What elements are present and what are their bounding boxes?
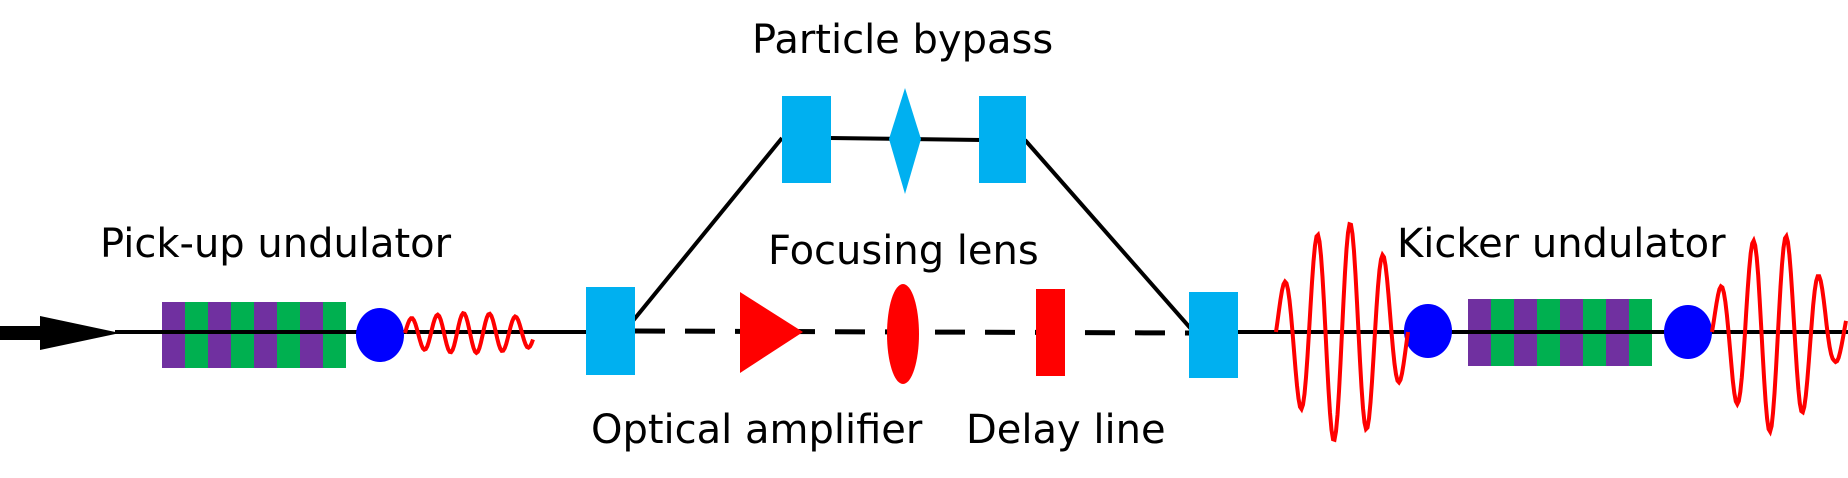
label-delay-line: Delay line: [966, 407, 1166, 453]
particle-after-kicker: [1664, 305, 1712, 359]
label-pickup-undulator: Pick-up undulator: [100, 221, 452, 267]
label-optical-amplifier: Optical amplifier: [591, 407, 923, 453]
particle-after-pickup: [356, 308, 404, 362]
dipole-magnet-3: [979, 96, 1026, 183]
optical-amplifier-triangle: [740, 292, 803, 373]
output-light-wave: [1710, 231, 1848, 437]
dipole-magnet-1: [586, 287, 635, 375]
label-particle-bypass: Particle bypass: [752, 17, 1054, 63]
label-focusing-lens: Focusing lens: [768, 228, 1039, 274]
small-light-wave: [403, 310, 535, 356]
beam-direction-arrow: [0, 316, 120, 350]
focusing-lens-shape: [887, 284, 919, 384]
label-kicker-undulator: Kicker undulator: [1397, 221, 1726, 267]
dipole-magnet-4: [1189, 292, 1238, 378]
dipole-magnet-2: [782, 96, 831, 183]
bypass-quadrupole-lens: [889, 88, 921, 194]
kicker-undulator: [1468, 299, 1652, 366]
particle-before-kicker: [1404, 304, 1452, 358]
delay-line-block: [1036, 289, 1065, 376]
amplified-light-wave: [1274, 221, 1410, 443]
optical-path-dashed: [634, 328, 1196, 336]
pickup-undulator: [162, 302, 346, 368]
